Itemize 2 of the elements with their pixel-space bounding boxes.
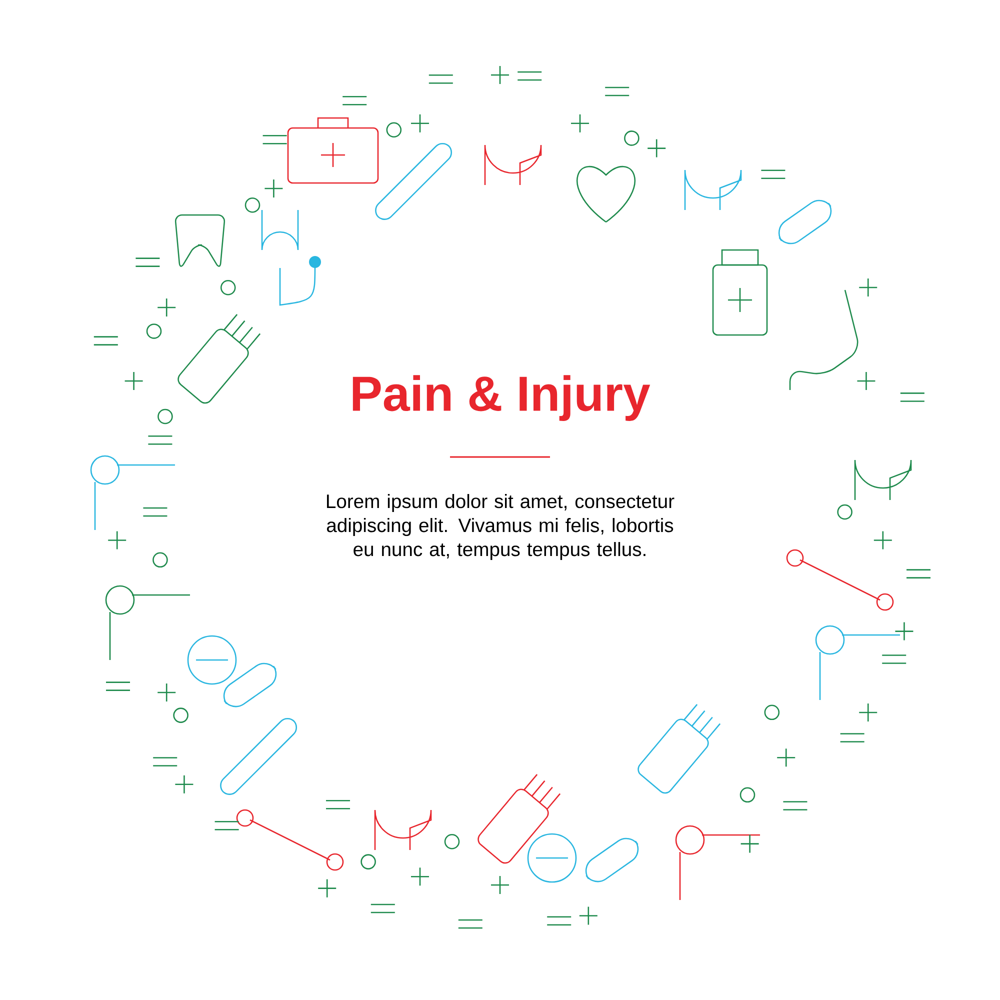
body-text: Lorem ipsum dolor sit amet, consectetur adipiscing elit. Vivamus mi felis, lobortis eu nunc at, tempus tempus tellus. bbox=[326, 494, 674, 560]
title: Pain & Injury bbox=[352, 375, 650, 421]
